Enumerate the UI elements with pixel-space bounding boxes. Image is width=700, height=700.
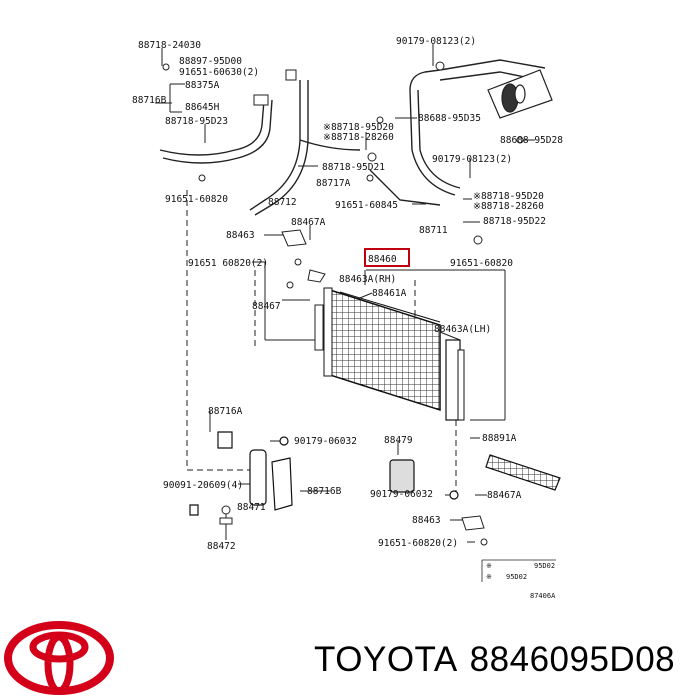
label-l07: 88718-95D23 — [165, 116, 228, 127]
label-l13: 90179-08123(2) — [432, 154, 512, 165]
diagram-canvas: 88718-24030 88897-95D00 91651-60630(2) 8… — [132, 36, 563, 600]
label-l22: 88718-95D22 — [483, 216, 546, 227]
label-l19: 88712 — [268, 197, 297, 208]
label-l34: 88479 — [384, 435, 413, 446]
brand-footer: TOYOTA 8846095D08 — [0, 600, 700, 700]
discharge-pipe — [159, 80, 361, 216]
label-l41: 88463 — [412, 515, 441, 526]
label-l14: 88718-95D21 — [322, 162, 385, 173]
fittings — [162, 61, 524, 546]
label-l23: 88467A — [291, 217, 326, 228]
illustration-code: 87406A — [530, 592, 556, 600]
label-l20: 91651-60845 — [335, 200, 398, 211]
note-code-2: 95D02 — [506, 573, 527, 581]
label-l35: 88891A — [482, 433, 517, 444]
label-l02: 88897-95D00 — [179, 56, 242, 67]
label-l26: 91651 60820(2) — [188, 258, 268, 269]
receiver-dryer — [189, 431, 561, 516]
label-l01: 88718-24030 — [138, 40, 201, 51]
note-code-1: 95D02 — [534, 562, 555, 570]
label-l33: 90179-06032 — [294, 436, 357, 447]
label-l27: 91651-60820 — [450, 258, 513, 269]
label-l28: 88463A(RH) — [339, 274, 396, 285]
label-l12: 88688-95D28 — [500, 135, 563, 146]
notes-box: ※ 95D02 ※ 95D02 87406A — [481, 559, 556, 600]
brand-name: TOYOTA — [314, 640, 458, 679]
note-mark-1: ※ — [486, 562, 492, 570]
label-l10: ※88718-95D20 — [323, 122, 394, 133]
label-l05: 88716B — [132, 95, 167, 106]
hose-coupler — [487, 69, 553, 119]
part-number: 8846095D08 — [469, 640, 676, 679]
note-mark-2: ※ — [486, 573, 492, 581]
label-l31: 88463A(LH) — [434, 324, 491, 335]
part-labels: 88718-24030 88897-95D00 91651-60630(2) 8… — [132, 36, 563, 552]
label-l43: 88472 — [207, 541, 236, 552]
label-l30: 88467 — [252, 301, 281, 312]
label-l03: 91651-60630(2) — [179, 67, 259, 78]
label-l39: 88467A — [487, 490, 522, 501]
label-l17: ※88718-28260 — [473, 201, 544, 212]
brand-caption: TOYOTA 8846095D08 — [314, 640, 687, 680]
label-l18: 91651-60820 — [165, 194, 228, 205]
label-l42: 91651-60820(2) — [378, 538, 458, 549]
highlight-box — [364, 248, 410, 267]
label-l38: 90179-06032 — [370, 489, 433, 500]
label-l32: 88716A — [208, 406, 243, 417]
label-l24: 88463 — [226, 230, 255, 241]
label-l06: 88645H — [185, 102, 220, 113]
label-l15: 88717A — [316, 178, 351, 189]
label-l04: 88375A — [185, 80, 220, 91]
leader-lines — [155, 44, 535, 543]
label-l40: 88471 — [237, 502, 266, 513]
label-l09: 88688-95D35 — [418, 113, 481, 124]
label-l08: 90179-08123(2) — [396, 36, 476, 47]
label-l21: 88711 — [419, 225, 448, 236]
label-l11: ※88718-28260 — [323, 132, 394, 143]
label-l16: ※88718-95D20 — [473, 191, 544, 202]
toyota-logo-icon — [4, 621, 114, 695]
label-l37: 88716B — [307, 486, 342, 497]
label-l25: 88460 — [368, 254, 397, 265]
label-l29: 88461A — [372, 288, 407, 299]
label-l36: 90091-20609(4) — [163, 480, 243, 491]
condenser-core — [323, 287, 465, 421]
